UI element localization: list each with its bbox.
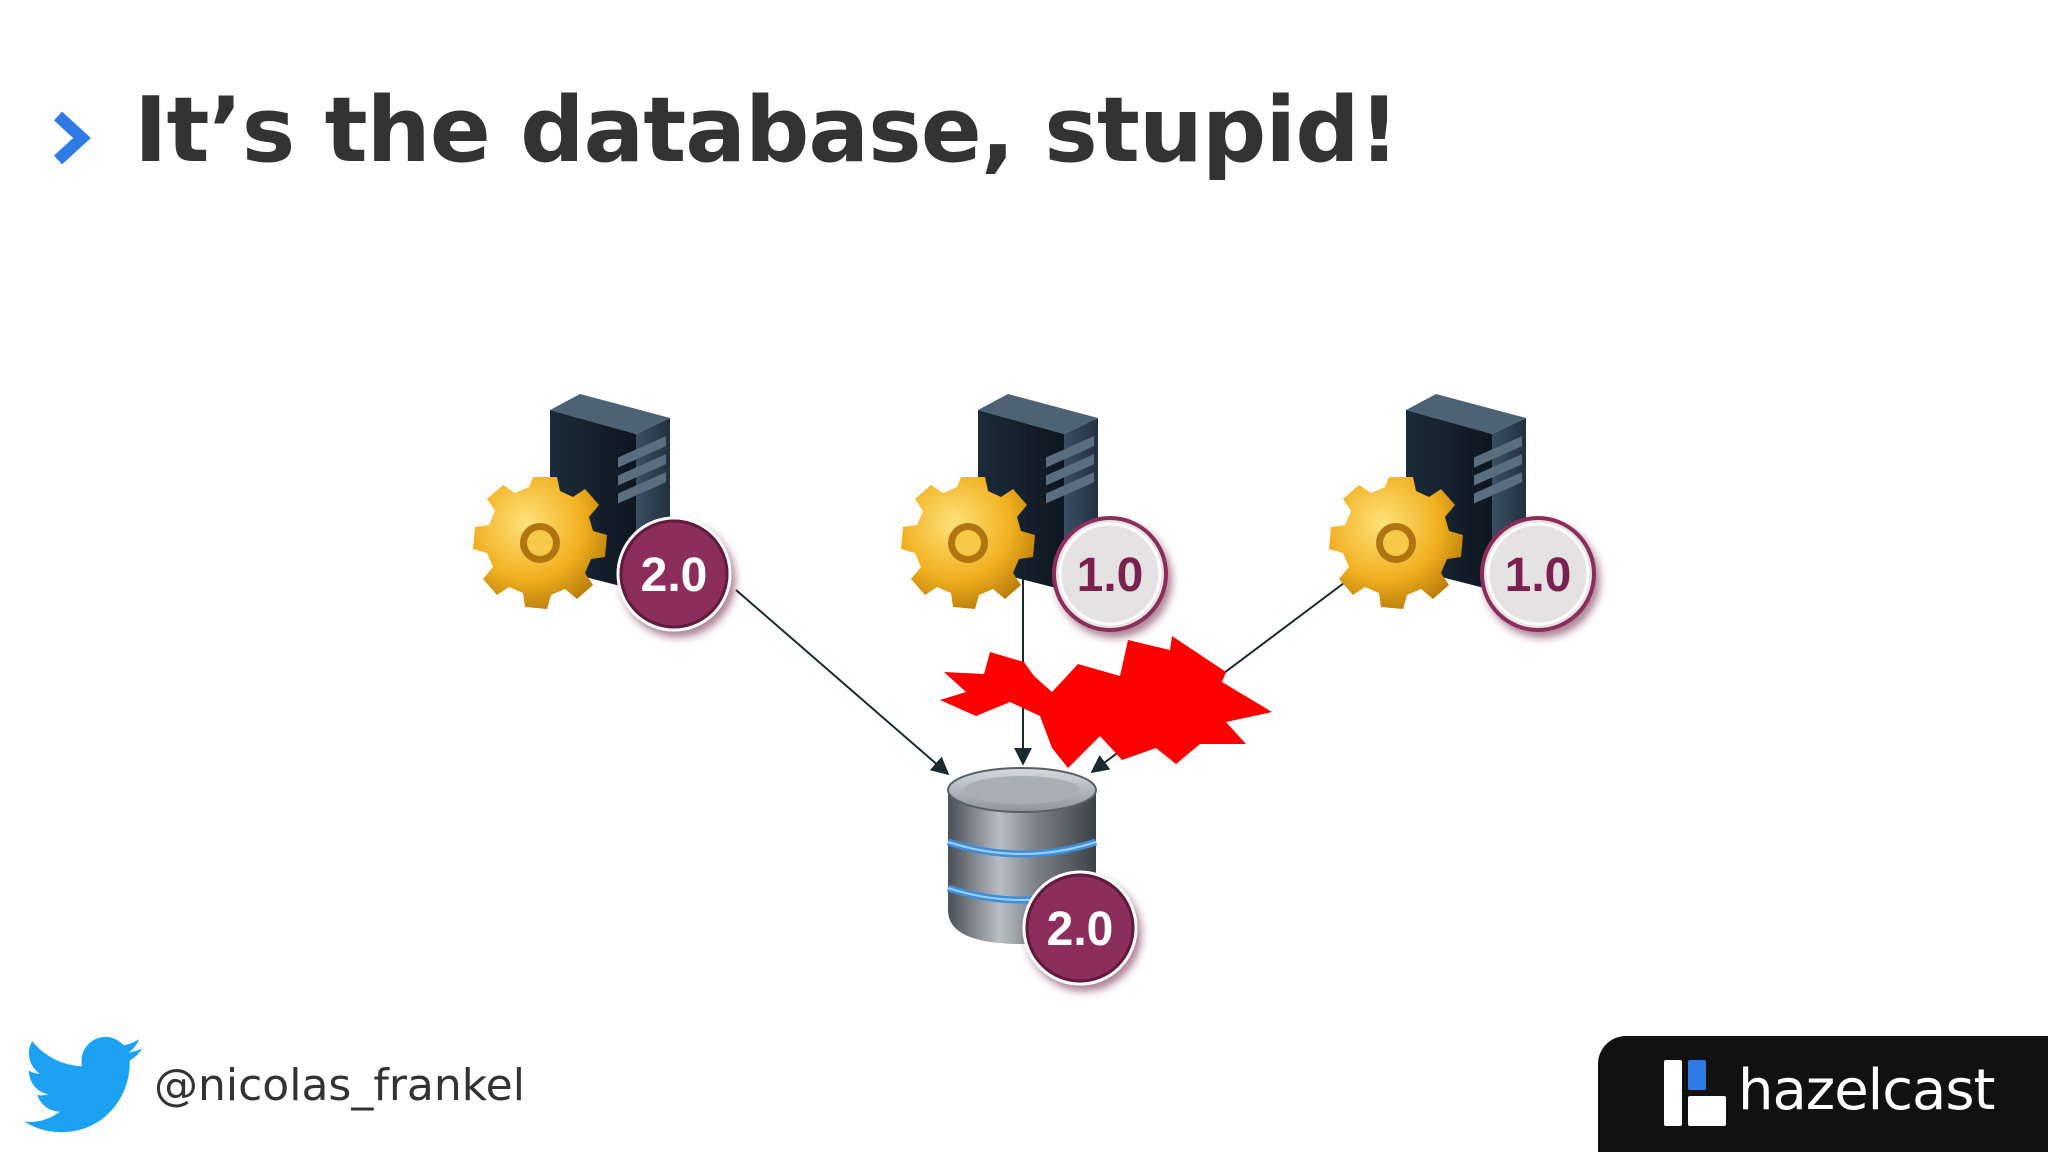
gear-icon: [901, 477, 1035, 609]
brand-name: hazelcast: [1738, 1058, 1995, 1123]
version-label: 2.0: [641, 549, 708, 602]
hazelcast-logo-icon: [1664, 1060, 1726, 1126]
version-badge-server-1: 2.0: [616, 516, 732, 632]
slide-title: It’s the database, stupid!: [134, 78, 1400, 183]
brand-badge: hazelcast: [1598, 1036, 2048, 1152]
twitter-icon: [24, 1036, 142, 1133]
app-server-3: [1329, 394, 1526, 609]
version-badge-server-2: 1.0: [1052, 516, 1168, 632]
conflict-burst-icon: [940, 636, 1272, 768]
gear-icon: [473, 477, 607, 609]
arrow-server-1-to-db: [735, 589, 950, 776]
version-label: 1.0: [1077, 549, 1144, 602]
version-badge-server-3: 1.0: [1480, 516, 1596, 632]
version-label: 2.0: [1047, 903, 1114, 956]
version-badge-database: 2.0: [1022, 870, 1138, 986]
app-server-2: [901, 394, 1098, 609]
gear-icon: [1329, 477, 1463, 609]
version-label: 1.0: [1505, 549, 1572, 602]
twitter-handle: @nicolas_frankel: [154, 1060, 525, 1111]
chevron-right-icon: [53, 111, 91, 165]
